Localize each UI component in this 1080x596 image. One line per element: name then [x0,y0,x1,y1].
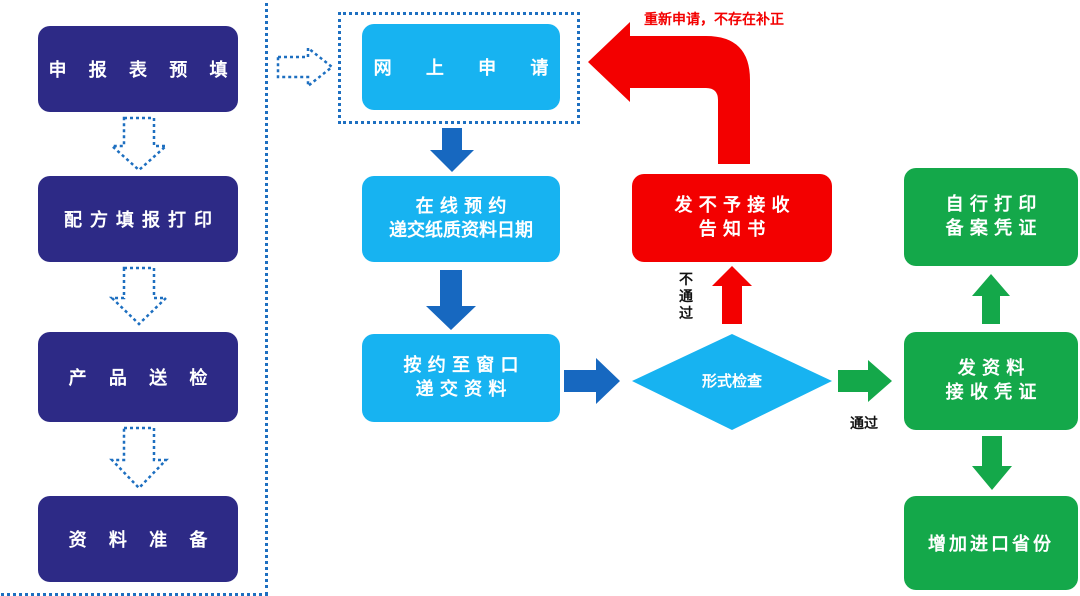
step-product-inspection-label: 产 品 送 检 [68,368,216,389]
dotted-down-arrow-2 [108,266,170,326]
rejection-notice-line1: 发 不 予 接 收 [674,195,790,216]
step-prepare-documents[interactable]: 资 料 准 备 [38,496,238,582]
fail-label: 不通过 [679,272,693,322]
online-apply-label: 网 上 申 请 [373,58,563,79]
receipt-voucher-line1: 发 资 料 [957,358,1025,379]
receipt-voucher-line2: 接 收 凭 证 [945,382,1037,403]
print-record-box[interactable]: 自 行 打 印 备 案 凭 证 [904,168,1078,266]
window-submission-line2: 递 交 资 料 [415,379,507,400]
print-record-line1: 自 行 打 印 [945,194,1037,215]
step-prepare-documents-label: 资 料 准 备 [68,530,216,551]
step-product-inspection[interactable]: 产 品 送 检 [38,332,238,422]
print-record-line2: 备 案 凭 证 [945,218,1037,239]
online-reservation-box[interactable]: 在 线 预 约 递交纸质资料日期 [362,176,560,262]
green-up-arrow [972,274,1010,324]
window-submission-box[interactable]: 按 约 至 窗 口 递 交 资 料 [362,334,560,422]
rejection-notice-line2: 告 知 书 [698,219,766,240]
rejection-notice-box[interactable]: 发 不 予 接 收 告 知 书 [632,174,832,262]
online-reservation-line1: 在 线 预 约 [415,196,507,217]
window-submission-line1: 按 约 至 窗 口 [403,355,519,376]
receipt-voucher-box[interactable]: 发 资 料 接 收 凭 证 [904,332,1078,430]
green-down-arrow [972,436,1012,490]
dotted-right-arrow [276,45,335,89]
blue-right-arrow [564,358,620,404]
add-province-box[interactable]: 增加进口省份 [904,496,1078,590]
pass-label: 通过 [850,416,878,432]
dotted-down-arrow-3 [109,426,169,490]
online-reservation-line2: 递交纸质资料日期 [389,220,533,241]
red-up-arrow [712,266,752,324]
step-formula-print[interactable]: 配方填报打印 [38,176,238,262]
step-prefill-form[interactable]: 申 报 表 预 填 [38,26,238,112]
form-check-label: 形式检查 [701,372,762,390]
green-right-arrow [838,360,892,402]
step-prefill-form-label: 申 报 表 预 填 [48,60,236,81]
online-apply-box[interactable]: 网 上 申 请 [362,24,560,110]
online-apply-frame [338,12,580,124]
blue-down-arrow-2 [426,270,476,330]
red-return-arrow [588,22,750,164]
form-check-diamond [632,334,832,430]
blue-down-arrow-1 [430,128,474,172]
add-province-label: 增加进口省份 [928,534,1054,555]
dotted-down-arrow-1 [108,116,170,172]
step-formula-print-label: 配方填报打印 [64,210,220,231]
reapply-note: 重新申请，不存在补正 [644,12,784,28]
